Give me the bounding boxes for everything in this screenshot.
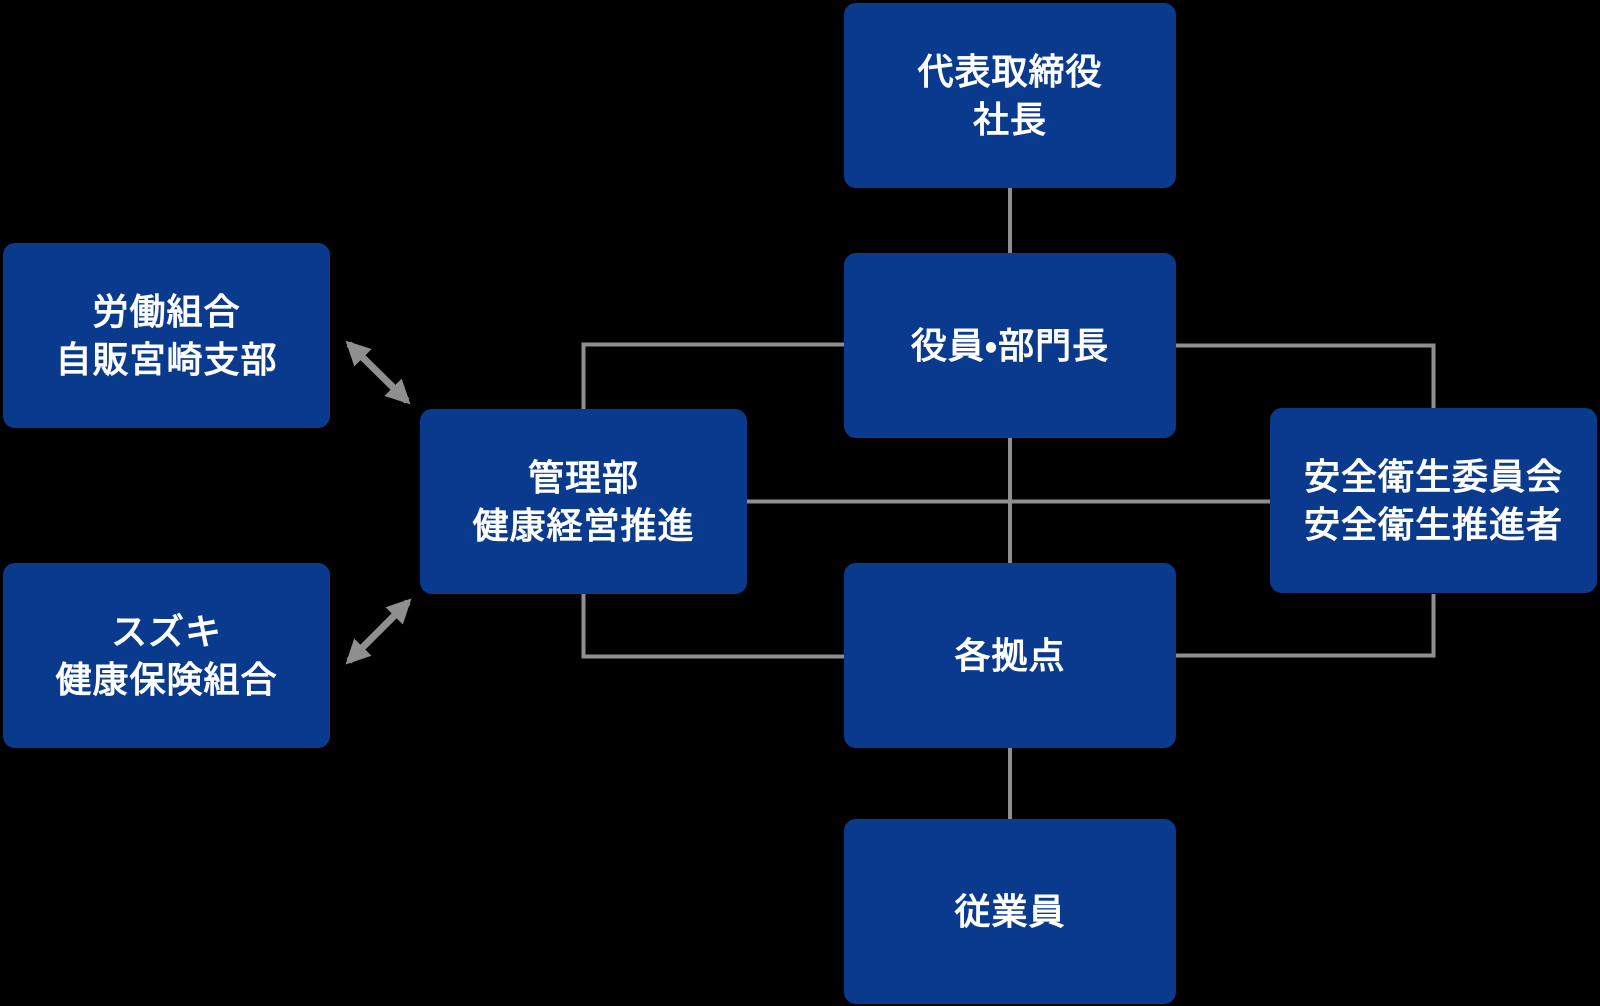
node-employees: 従業員 [844, 819, 1176, 1004]
node-admin-label: 管理部 健康経営推進 [472, 456, 695, 546]
connector-safety-officers [1175, 343, 1436, 409]
node-admin: 管理部 健康経営推進 [420, 409, 747, 594]
connector-admin-sites [581, 593, 845, 659]
node-safety-label: 安全衛生委員会 安全衛生推進者 [1303, 455, 1563, 545]
node-union: 労働組合 自販宮崎支部 [3, 243, 330, 428]
node-employees-label: 従業員 [954, 890, 1066, 932]
double-arrow-insurance-admin [345, 598, 412, 665]
double-arrow-union-admin [345, 340, 411, 405]
node-insurance-label: スズキ 健康保険組合 [55, 610, 278, 700]
connector-admin-officers [581, 342, 845, 410]
connector-safety-sites [1175, 594, 1436, 658]
node-safety: 安全衛生委員会 安全衛生推進者 [1270, 408, 1597, 593]
node-sites-label: 各拠点 [954, 634, 1066, 676]
node-president: 代表取締役 社長 [844, 3, 1176, 188]
node-sites: 各拠点 [844, 563, 1176, 748]
node-insurance: スズキ 健康保険組合 [3, 563, 330, 748]
node-officers: 役員・部門長 [844, 253, 1176, 438]
node-officers-label: 役員・部門長 [910, 324, 1110, 366]
node-president-label: 代表取締役 社長 [917, 50, 1103, 140]
node-union-label: 労働組合 自販宮崎支部 [55, 290, 278, 380]
